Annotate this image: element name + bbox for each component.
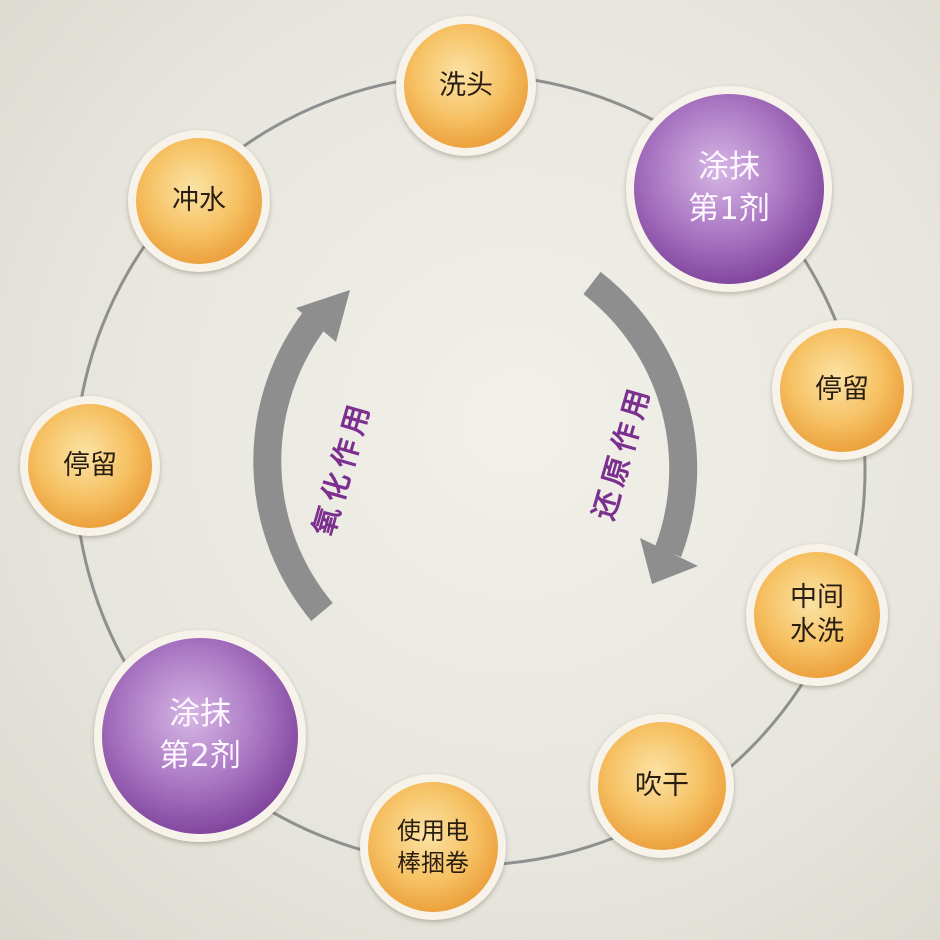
step-middle-rinse: 中间 水洗	[746, 544, 888, 686]
step-apply-agent-2-disc: 涂抹 第2剂	[102, 638, 298, 834]
step-label: 停留	[815, 374, 869, 406]
step-label: 吹干	[635, 770, 689, 802]
step-wait-2: 停留	[20, 396, 160, 536]
step-rinse: 冲水	[128, 130, 270, 272]
right-arrow-shaft	[583, 271, 698, 557]
step-apply-agent-1: 涂抹 第1剂	[626, 86, 832, 292]
step-label: 涂抹 第2剂	[159, 696, 241, 774]
step-wash-head-disc: 洗头	[404, 24, 528, 148]
step-blow-dry-disc: 吹干	[598, 722, 726, 850]
step-apply-agent-1-disc: 涂抹 第1剂	[634, 94, 824, 284]
step-apply-agent-2: 涂抹 第2剂	[94, 630, 306, 842]
step-label: 中间 水洗	[790, 582, 844, 647]
step-label: 停留	[63, 450, 117, 482]
step-label: 使用电 棒捆卷	[397, 816, 469, 877]
step-wash-head: 洗头	[396, 16, 536, 156]
step-wait-1: 停留	[772, 320, 912, 460]
left-arrow-shaft	[253, 309, 333, 621]
step-label: 冲水	[172, 185, 226, 217]
step-label: 洗头	[439, 70, 493, 102]
step-perm-rods-disc: 使用电 棒捆卷	[368, 782, 498, 912]
right-arrow-head	[640, 538, 698, 584]
step-perm-rods: 使用电 棒捆卷	[360, 774, 506, 920]
step-label: 涂抹 第1剂	[688, 149, 770, 227]
step-blow-dry: 吹干	[590, 714, 734, 858]
left-arrow-head	[296, 290, 350, 342]
step-wait-2-disc: 停留	[28, 404, 152, 528]
step-middle-rinse-disc: 中间 水洗	[754, 552, 880, 678]
step-rinse-disc: 冲水	[136, 138, 262, 264]
step-wait-1-disc: 停留	[780, 328, 904, 452]
